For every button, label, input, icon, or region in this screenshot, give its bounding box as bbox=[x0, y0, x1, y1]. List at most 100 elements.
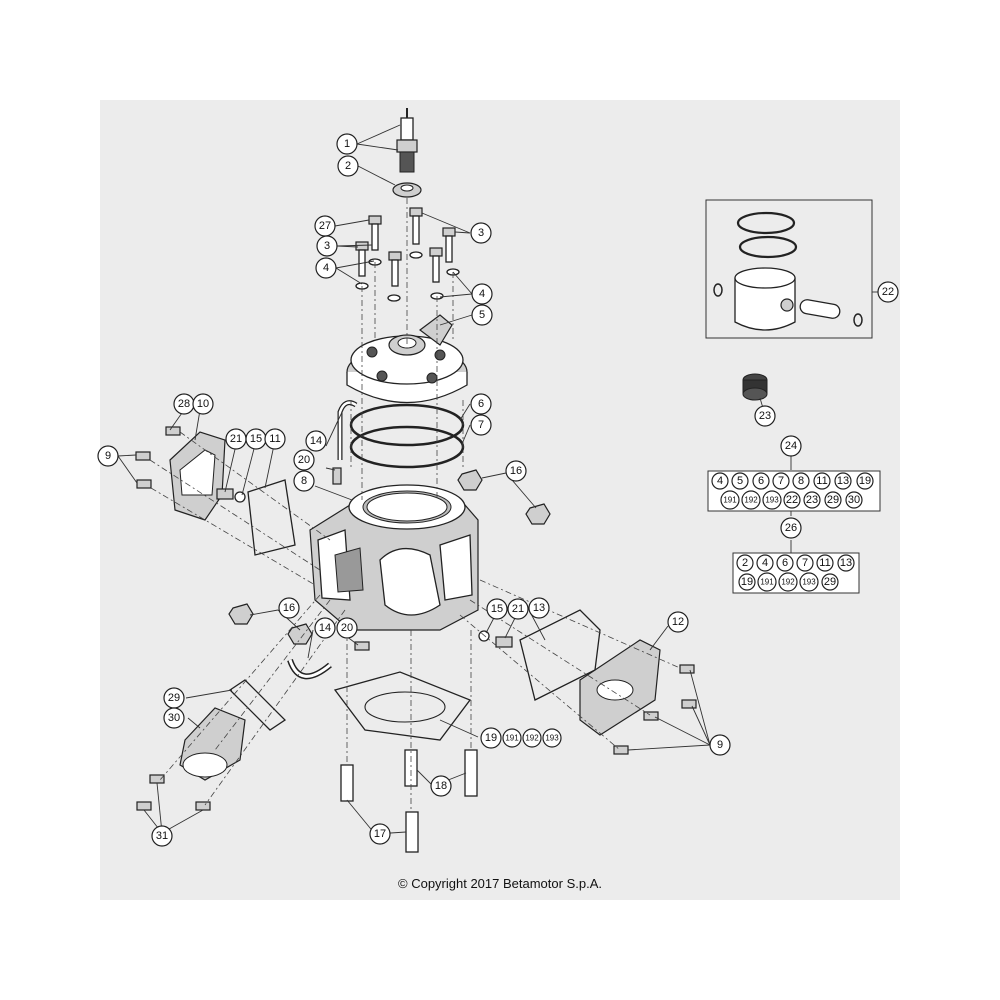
copyright-notice: © Copyright 2017 Betamotor S.p.A. bbox=[398, 876, 602, 891]
svg-text:193: 193 bbox=[545, 734, 559, 743]
svg-text:15: 15 bbox=[250, 433, 262, 445]
svg-text:192: 192 bbox=[525, 734, 539, 743]
callout-19: 19 bbox=[480, 727, 502, 749]
callout-29: 29 bbox=[163, 687, 185, 709]
callout-10: 10 bbox=[192, 393, 214, 415]
svg-text:20: 20 bbox=[341, 622, 353, 634]
callout-11: 11 bbox=[264, 428, 286, 450]
svg-text:7: 7 bbox=[478, 419, 484, 431]
svg-text:191: 191 bbox=[760, 578, 774, 587]
svg-text:23: 23 bbox=[806, 494, 818, 506]
svg-text:4: 4 bbox=[323, 262, 329, 274]
callout-31: 31 bbox=[151, 825, 173, 847]
callout-26: 26 bbox=[780, 517, 802, 539]
piston-kit bbox=[713, 211, 863, 331]
svg-text:29: 29 bbox=[168, 692, 180, 704]
svg-text:21: 21 bbox=[512, 603, 524, 615]
callout-30: 30 bbox=[163, 707, 185, 729]
svg-text:16: 16 bbox=[283, 602, 295, 614]
svg-text:191: 191 bbox=[723, 496, 737, 505]
svg-text:30: 30 bbox=[168, 712, 180, 724]
gasket-kit-19-items: 191 192 193 bbox=[502, 728, 562, 748]
cylinder bbox=[309, 484, 479, 631]
svg-text:29: 29 bbox=[827, 494, 839, 506]
callout-28: 28 bbox=[173, 393, 195, 415]
svg-text:13: 13 bbox=[840, 557, 852, 569]
exhaust-valve-cover-right bbox=[579, 639, 697, 755]
svg-text:6: 6 bbox=[782, 557, 788, 569]
callout-20-upper: 20 bbox=[293, 449, 315, 471]
callout-7: 7 bbox=[470, 414, 492, 436]
head-bolts bbox=[355, 207, 456, 287]
callout-1: 1 bbox=[336, 133, 358, 155]
svg-text:22: 22 bbox=[786, 494, 798, 506]
svg-text:6: 6 bbox=[758, 475, 764, 487]
intake-manifold bbox=[136, 707, 246, 811]
exhaust-valve-cover-left bbox=[135, 426, 226, 521]
callout-13: 13 bbox=[528, 597, 550, 619]
callout-15-right: 15 bbox=[486, 598, 508, 620]
needle-bearing bbox=[742, 373, 768, 401]
kit-24-box: 4 5 6 7 8 11 13 19 191 192 193 22 23 29 … bbox=[707, 470, 881, 512]
callout-22: 22 bbox=[877, 281, 899, 303]
svg-text:14: 14 bbox=[319, 622, 331, 634]
svg-text:27: 27 bbox=[319, 220, 331, 232]
piston-kit-frame bbox=[705, 199, 873, 339]
svg-text:22: 22 bbox=[882, 286, 894, 298]
svg-text:24: 24 bbox=[785, 440, 797, 452]
spark-plug-washer bbox=[392, 182, 422, 198]
svg-text:11: 11 bbox=[819, 557, 830, 569]
spark-plug bbox=[396, 108, 418, 173]
svg-text:193: 193 bbox=[765, 496, 779, 505]
svg-text:10: 10 bbox=[197, 398, 209, 410]
svg-text:7: 7 bbox=[778, 475, 784, 487]
hose-fitting-upper bbox=[332, 467, 342, 485]
callout-9-right: 9 bbox=[709, 734, 731, 756]
svg-text:11: 11 bbox=[816, 475, 827, 487]
callout-23: 23 bbox=[754, 405, 776, 427]
svg-text:20: 20 bbox=[298, 454, 310, 466]
callout-24: 24 bbox=[780, 435, 802, 457]
callout-16-left: 16 bbox=[278, 597, 300, 619]
svg-text:28: 28 bbox=[178, 398, 190, 410]
cover-gasket-left bbox=[247, 479, 296, 556]
cylinder-nuts bbox=[228, 469, 551, 645]
svg-text:29: 29 bbox=[824, 576, 836, 588]
callout-8: 8 bbox=[293, 470, 315, 492]
callout-6: 6 bbox=[470, 393, 492, 415]
svg-text:18: 18 bbox=[435, 780, 447, 792]
callout-14-upper: 14 bbox=[305, 430, 327, 452]
callout-21-right: 21 bbox=[507, 598, 529, 620]
cover-gasket-right bbox=[519, 609, 601, 701]
alignment-lines bbox=[149, 198, 681, 812]
svg-text:2: 2 bbox=[345, 160, 351, 172]
callout-27: 27 bbox=[314, 215, 336, 237]
callout-3-right: 3 bbox=[470, 222, 492, 244]
callout-4-left: 4 bbox=[315, 257, 337, 279]
svg-text:12: 12 bbox=[672, 616, 684, 628]
svg-text:19: 19 bbox=[741, 576, 753, 588]
callout-17: 17 bbox=[369, 823, 391, 845]
svg-text:21: 21 bbox=[230, 433, 242, 445]
svg-text:31: 31 bbox=[156, 830, 168, 842]
callout-14-lower: 14 bbox=[314, 617, 336, 639]
head-bolt-washers bbox=[355, 251, 460, 302]
svg-text:17: 17 bbox=[374, 828, 386, 840]
svg-text:192: 192 bbox=[744, 496, 758, 505]
svg-text:11: 11 bbox=[269, 433, 280, 445]
svg-text:15: 15 bbox=[491, 603, 503, 615]
svg-text:5: 5 bbox=[737, 475, 743, 487]
svg-text:4: 4 bbox=[762, 557, 768, 569]
svg-text:7: 7 bbox=[802, 557, 808, 569]
svg-text:19: 19 bbox=[859, 475, 871, 487]
cylinder-studs bbox=[340, 764, 419, 853]
svg-text:26: 26 bbox=[785, 522, 797, 534]
svg-text:6: 6 bbox=[478, 398, 484, 410]
kit-26-box: 2 4 6 7 11 13 19 191 192 193 29 bbox=[732, 552, 860, 594]
svg-text:4: 4 bbox=[479, 288, 485, 300]
hose-fitting-lower bbox=[354, 641, 370, 651]
svg-text:13: 13 bbox=[837, 475, 849, 487]
dowel-pins bbox=[404, 749, 478, 797]
svg-text:3: 3 bbox=[324, 240, 330, 252]
